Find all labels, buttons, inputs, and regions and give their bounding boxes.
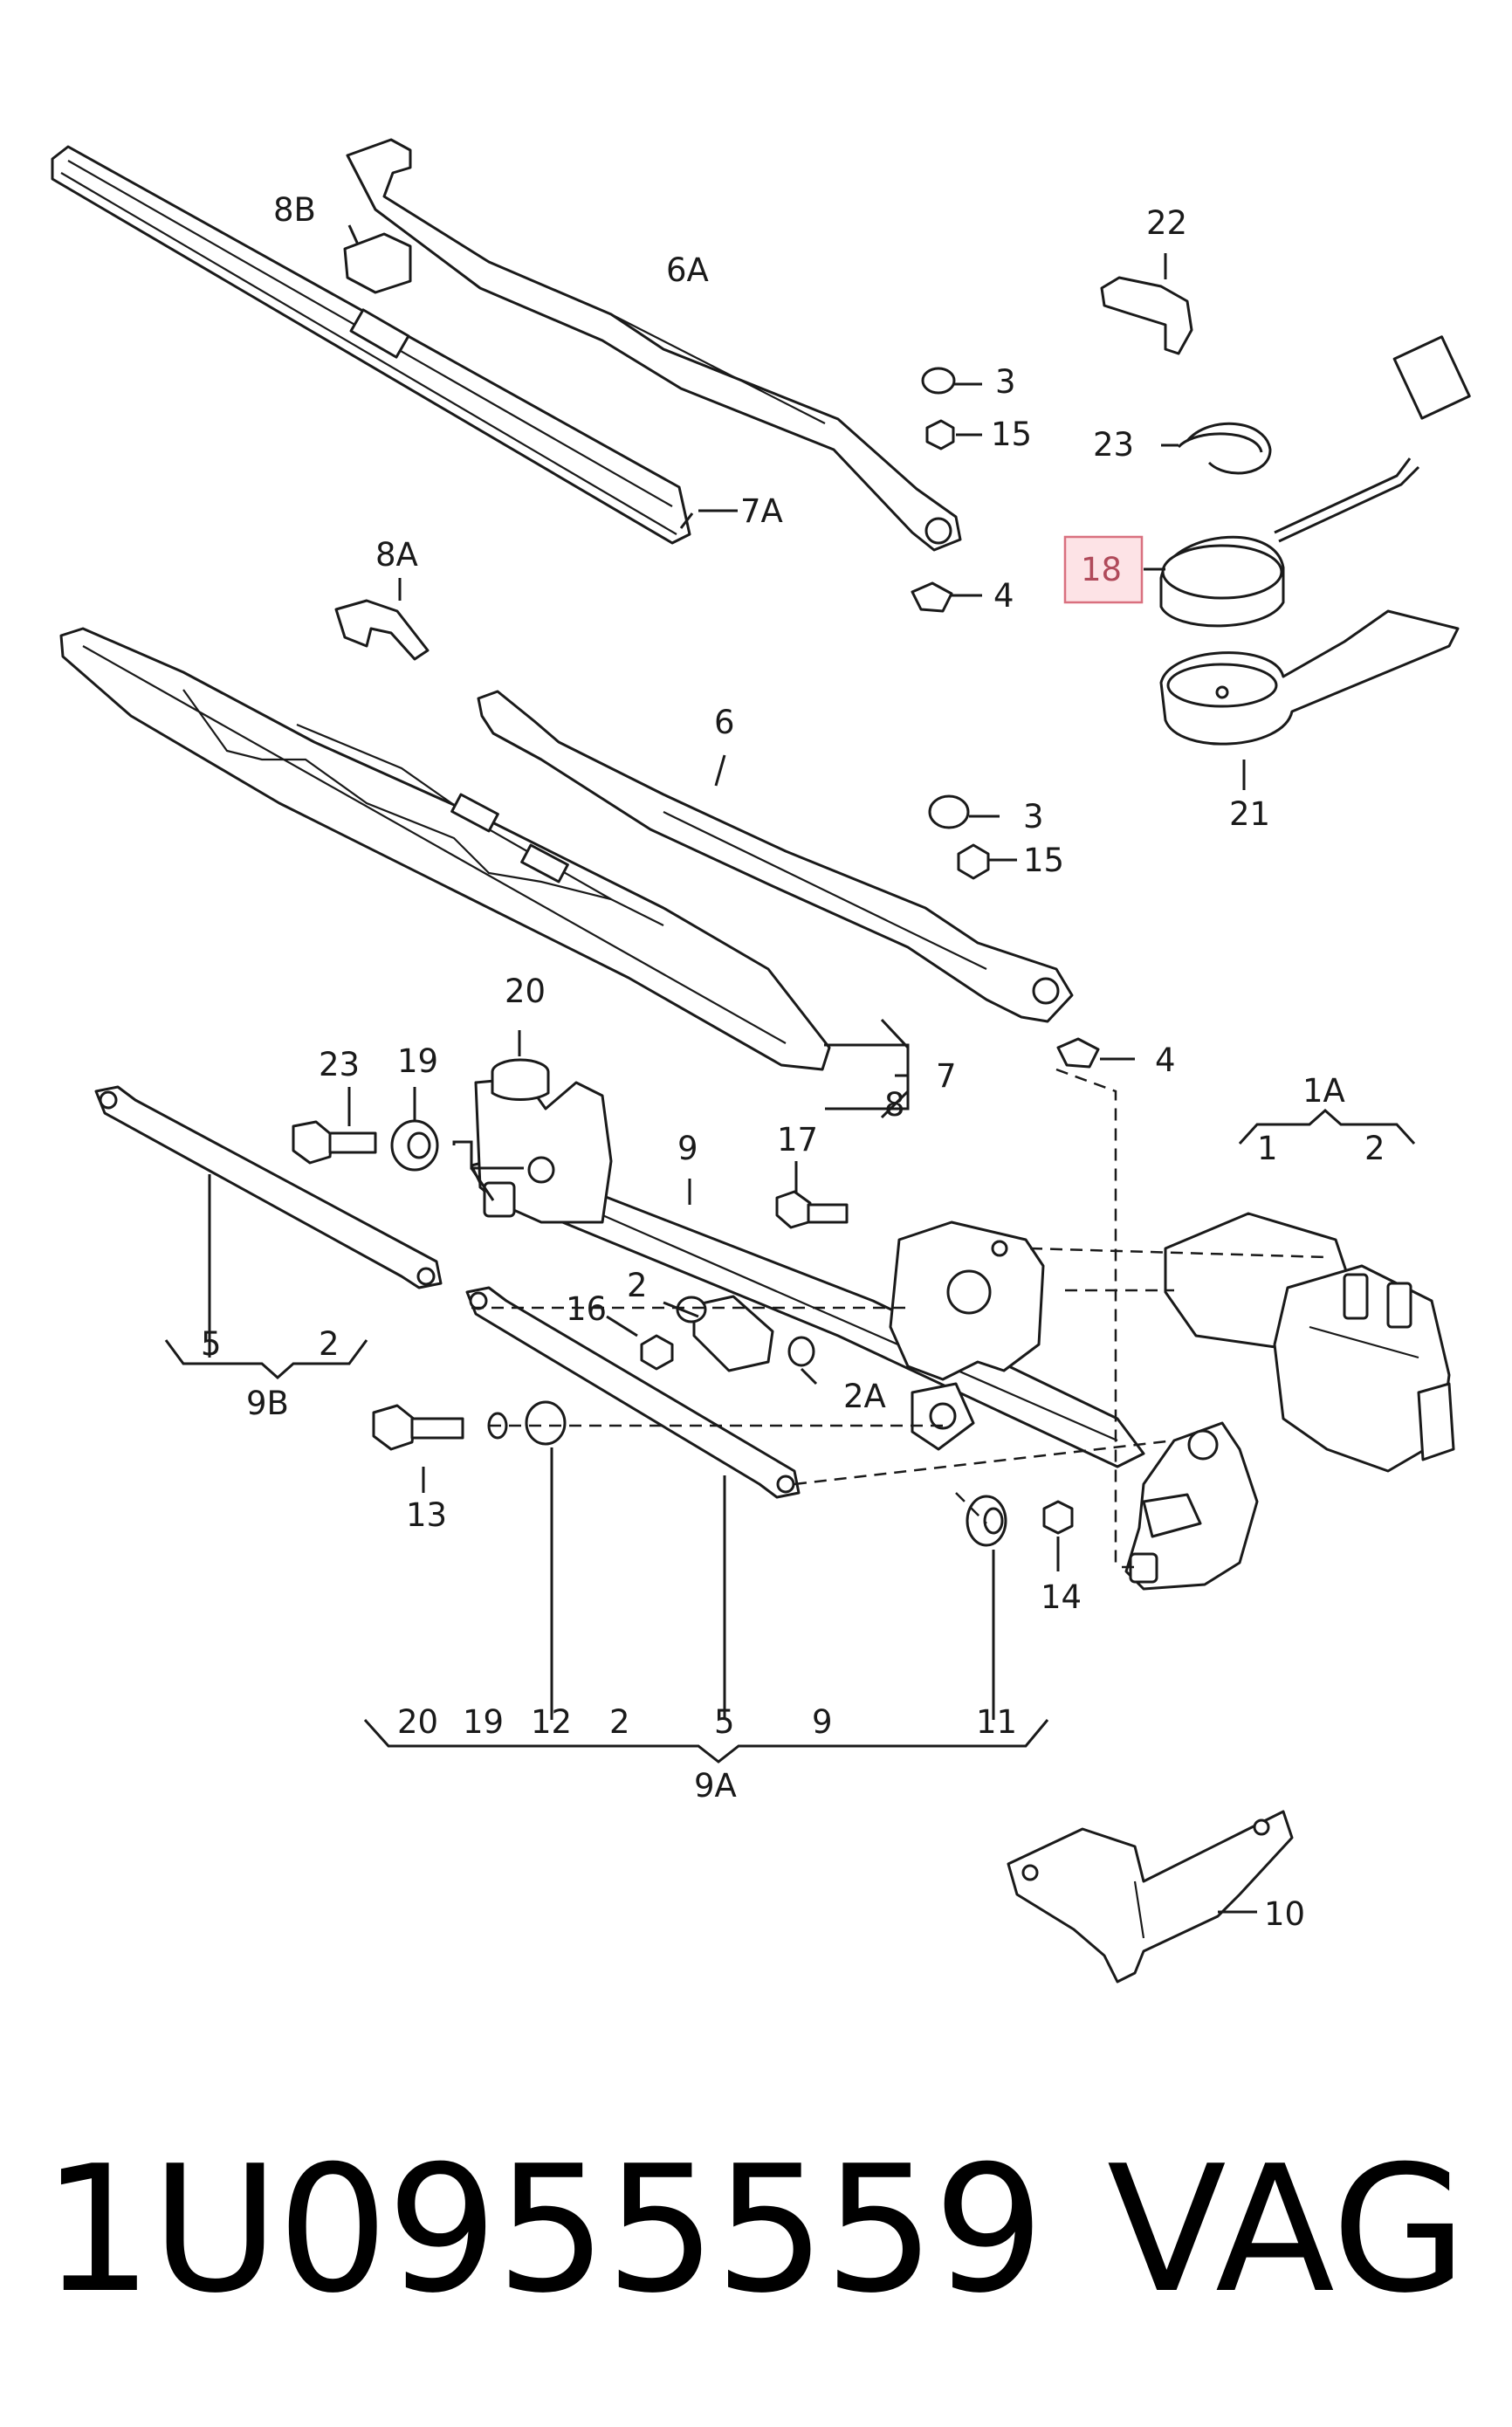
label-3-mid: 3: [1023, 798, 1044, 835]
bushing-12: [525, 1400, 567, 1446]
label-20-9A: 20: [397, 1703, 438, 1741]
label-18: 18: [1081, 551, 1122, 588]
wiper-blade-7: [59, 627, 831, 1071]
label-14: 14: [1041, 1578, 1082, 1616]
label-3-top: 3: [995, 363, 1016, 401]
label-10: 10: [1264, 1895, 1305, 1933]
label-8B: 8B: [273, 191, 316, 229]
label-20: 20: [505, 973, 546, 1010]
label-9A: 9A: [694, 1767, 737, 1805]
label-8A: 8A: [375, 536, 418, 574]
washer-2A: [787, 1336, 815, 1367]
wiper-arm-6: [477, 690, 1074, 1023]
cap-3-top: [921, 367, 956, 395]
label-2-motor: 2: [1364, 1130, 1385, 1167]
label-6: 6: [714, 704, 735, 741]
brace-9B: [164, 1339, 368, 1380]
label-8: 8: [884, 1086, 905, 1124]
linkage-rod-5-lower: [465, 1286, 801, 1499]
label-2-9B: 2: [319, 1325, 340, 1363]
label-15-top: 15: [991, 416, 1032, 453]
brace-7: [880, 1018, 910, 1119]
label-9-9A: 9: [812, 1703, 833, 1741]
pivot-bracket-left: [474, 1076, 613, 1224]
brace-9A: [363, 1718, 1049, 1764]
bushing-20: [491, 1058, 550, 1101]
label-2-mid: 2: [627, 1267, 648, 1304]
label-23-top: 23: [1093, 426, 1134, 464]
label-21: 21: [1229, 795, 1270, 833]
label-19-9A: 19: [463, 1703, 504, 1741]
label-7A: 7A: [740, 492, 783, 530]
label-6A: 6A: [666, 251, 709, 289]
connector-cable: [1274, 335, 1471, 543]
label-13: 13: [406, 1496, 447, 1534]
clip-8B: [343, 232, 412, 294]
spacer-2-mid: [676, 1295, 774, 1372]
label-11-9A: 11: [976, 1703, 1017, 1741]
leader-lines: [208, 224, 1328, 1914]
label-22: 22: [1146, 204, 1187, 242]
label-17: 17: [777, 1121, 818, 1158]
washer-4-top: [911, 581, 953, 613]
label-1: 1: [1257, 1130, 1278, 1167]
label-12-9A: 12: [531, 1703, 572, 1741]
pivot-bracket-right: [1124, 1421, 1259, 1591]
nut-14: [1042, 1500, 1074, 1535]
nut-15-mid: [957, 843, 990, 880]
part-number: 1U0955559: [42, 2128, 1044, 2332]
brace-1A: [1238, 1108, 1416, 1145]
cap-3-mid: [928, 794, 970, 829]
washer-4-mid: [1056, 1037, 1100, 1069]
label-15-mid: 15: [1023, 842, 1064, 879]
bolt-13: [372, 1404, 464, 1451]
cover-21: [1159, 609, 1460, 746]
label-4-mid: 4: [1155, 1042, 1176, 1079]
callout-labels: 6A 8B 7A 3 15 4 22 23 21 8A 6 3 15 4 7 8…: [201, 191, 1385, 1933]
bolt-23: [292, 1120, 377, 1165]
label-2-9A: 2: [609, 1703, 630, 1741]
clip-8A: [334, 599, 430, 661]
nut-15-top: [925, 419, 955, 450]
label-9B: 9B: [246, 1385, 289, 1422]
linkage-rod-5: [94, 1085, 443, 1289]
wiper-blade-7A: [51, 145, 691, 545]
mounting-bracket-10: [1007, 1810, 1294, 1984]
label-23-mid: 23: [319, 1046, 360, 1083]
ring-23-top: [1177, 422, 1272, 475]
label-5-9A: 5: [714, 1703, 735, 1741]
bolt-17: [775, 1190, 849, 1229]
label-2A: 2A: [843, 1378, 886, 1415]
wiper-arm-6A: [346, 138, 962, 552]
label-5-9B: 5: [201, 1325, 222, 1363]
label-16: 16: [566, 1290, 607, 1328]
bushing-19: [390, 1119, 439, 1172]
highlight-callout-18[interactable]: 18: [1063, 535, 1144, 604]
clip-22: [1100, 276, 1193, 355]
nut-16: [640, 1334, 674, 1371]
label-7: 7: [936, 1057, 957, 1095]
bushing-11: [966, 1495, 1007, 1547]
cap-18: [1159, 535, 1285, 628]
label-19: 19: [397, 1042, 438, 1080]
brand-name: VAG: [1107, 2128, 1467, 2332]
motor-crank-bracket: [889, 1220, 1045, 1451]
wiper-motor-1A: [1164, 1212, 1455, 1473]
label-9: 9: [677, 1130, 698, 1167]
label-1A: 1A: [1302, 1072, 1345, 1110]
label-4-top: 4: [993, 577, 1014, 615]
